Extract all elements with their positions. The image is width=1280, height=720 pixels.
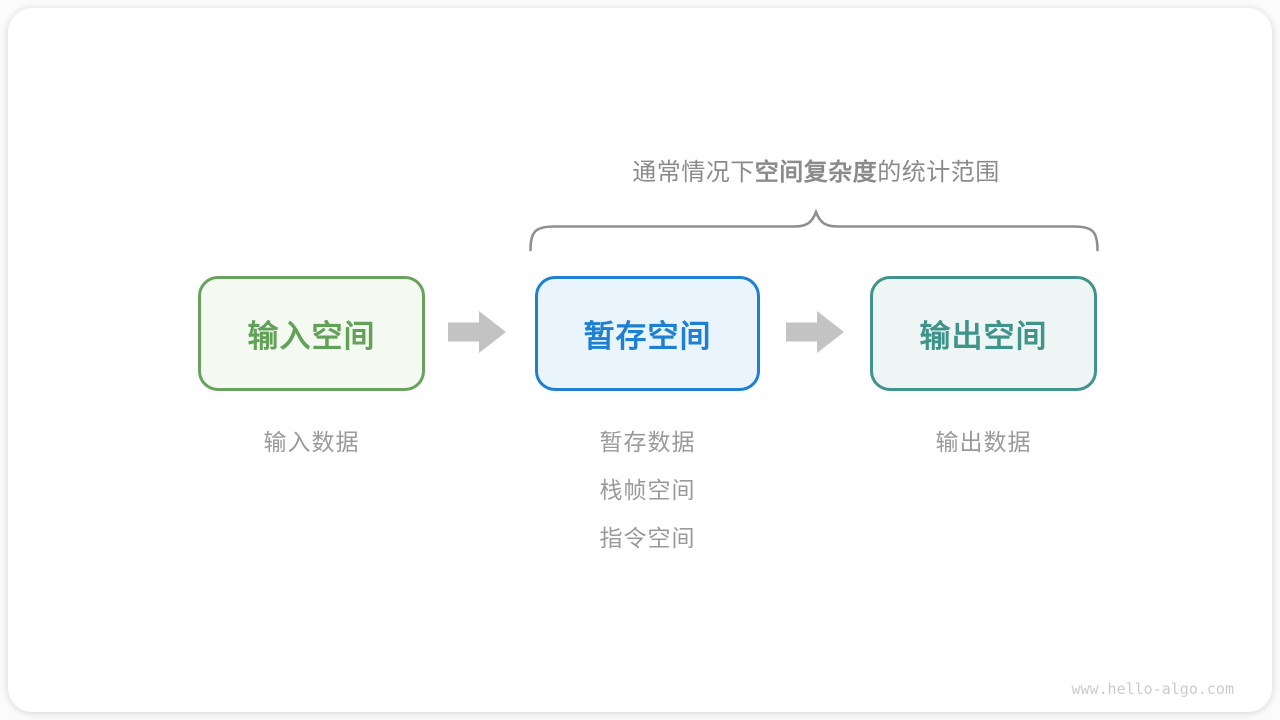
temp-space-box: 暂存空间 [535, 276, 760, 391]
note-line: 栈帧空间 [599, 477, 696, 503]
scope-title-prefix: 通常情况下 [632, 159, 755, 186]
input-space-label: 输入空间 [247, 319, 376, 354]
scope-title: 通常情况下空间复杂度的统计范围 [632, 152, 1000, 187]
note-line: 输入数据 [263, 429, 360, 455]
diagram-card: 通常情况下空间复杂度的统计范围 输入空间 暂存空间 输出空间 输入数据 暂存数据… [8, 8, 1272, 712]
arrow-right-icon [448, 311, 506, 353]
arrow-right-icon [786, 311, 844, 353]
input-space-box: 输入空间 [198, 276, 425, 391]
temp-space-label: 暂存空间 [583, 319, 712, 354]
output-space-box: 输出空间 [870, 276, 1097, 391]
output-space-notes: 输出数据 [870, 418, 1097, 466]
scope-brace [529, 208, 1099, 252]
output-space-label: 输出空间 [919, 319, 1048, 354]
scope-title-suffix: 的统计范围 [877, 159, 1000, 186]
site-watermark: www.hello-algo.com [1071, 680, 1234, 698]
note-line: 输出数据 [935, 429, 1032, 455]
note-line: 暂存数据 [599, 429, 696, 455]
input-space-notes: 输入数据 [198, 418, 425, 466]
note-line: 指令空间 [599, 525, 696, 551]
scope-title-emphasis: 空间复杂度 [754, 159, 878, 186]
temp-space-notes: 暂存数据 栈帧空间 指令空间 [535, 418, 760, 562]
